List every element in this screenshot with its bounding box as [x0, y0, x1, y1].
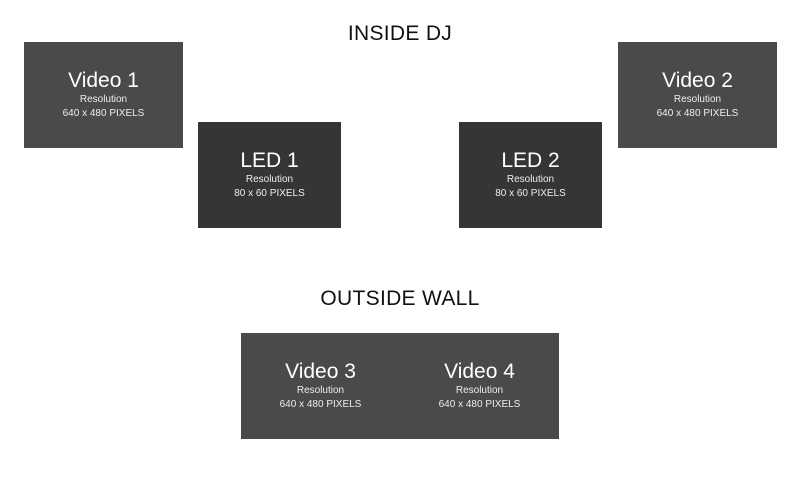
- panel-resolution-label: Resolution: [455, 385, 504, 396]
- panel-video-2: Video 2 Resolution 640 x 480 PIXELS: [618, 42, 777, 148]
- panel-video-3: Video 3 Resolution 640 x 480 PIXELS: [241, 333, 400, 439]
- panel-name: Video 1: [68, 69, 139, 92]
- panel-name: Video 2: [662, 69, 733, 92]
- panel-resolution-value: 640 x 480 PIXELS: [279, 399, 362, 410]
- panel-led-2: LED 2 Resolution 80 x 60 PIXELS: [459, 122, 602, 228]
- panel-resolution-label: Resolution: [296, 385, 345, 396]
- panel-resolution-label: Resolution: [673, 94, 722, 105]
- panel-name: Video 3: [285, 360, 356, 383]
- outside-wall-panel: Video 3 Resolution 640 x 480 PIXELS Vide…: [241, 333, 559, 439]
- panel-name: Video 4: [444, 360, 515, 383]
- panel-resolution-value: 80 x 60 PIXELS: [234, 188, 305, 199]
- panel-video-4: Video 4 Resolution 640 x 480 PIXELS: [400, 333, 559, 439]
- panel-video-1: Video 1 Resolution 640 x 480 PIXELS: [24, 42, 183, 148]
- panel-resolution-label: Resolution: [245, 174, 294, 185]
- panel-name: LED 2: [501, 149, 560, 172]
- panel-resolution-value: 80 x 60 PIXELS: [495, 188, 566, 199]
- inside-dj-title: INSIDE DJ: [347, 22, 453, 45]
- panel-resolution-value: 640 x 480 PIXELS: [656, 108, 739, 119]
- panel-resolution-value: 640 x 480 PIXELS: [62, 108, 145, 119]
- panel-resolution-value: 640 x 480 PIXELS: [438, 399, 521, 410]
- panel-resolution-label: Resolution: [506, 174, 555, 185]
- outside-wall-title: OUTSIDE WALL: [320, 287, 480, 310]
- panel-led-1: LED 1 Resolution 80 x 60 PIXELS: [198, 122, 341, 228]
- panel-name: LED 1: [240, 149, 299, 172]
- panel-resolution-label: Resolution: [79, 94, 128, 105]
